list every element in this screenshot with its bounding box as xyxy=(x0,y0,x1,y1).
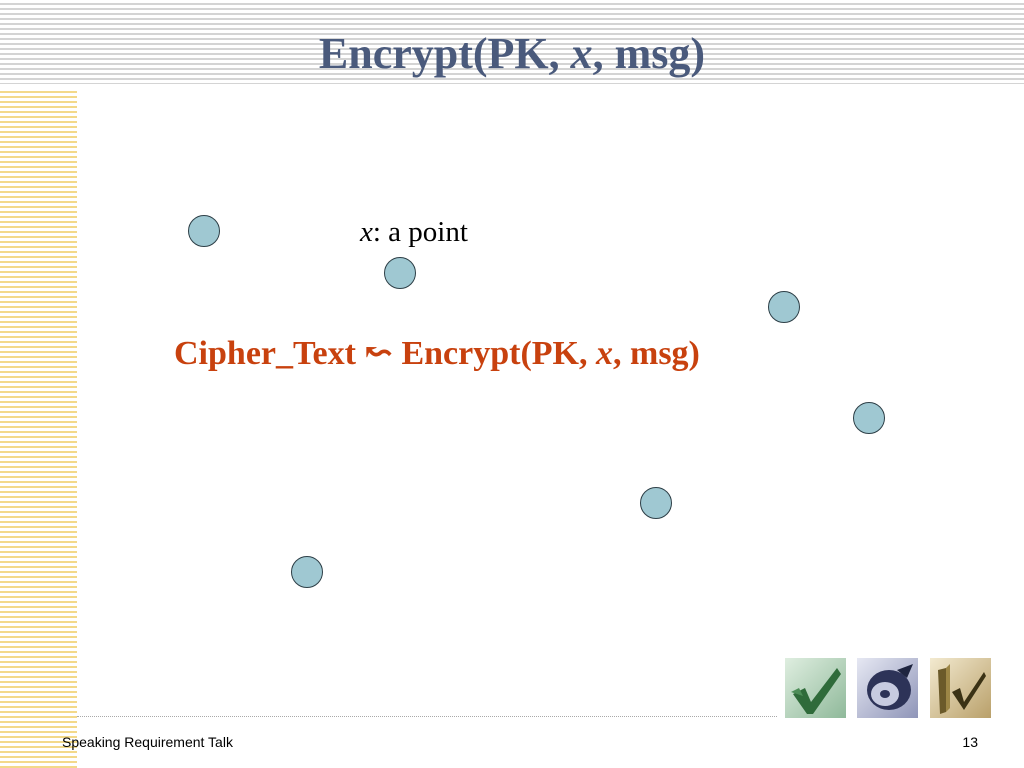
pen-checkmark-icon xyxy=(930,658,991,718)
equation-prefix: Cipher_Text ↜ Encrypt(PK, xyxy=(174,335,596,372)
cd-disc-icon xyxy=(857,658,918,718)
left-stripe-decoration xyxy=(0,88,77,768)
encryption-equation: Cipher_Text ↜ Encrypt(PK, x, msg) xyxy=(174,334,700,374)
equation-variable: x xyxy=(596,335,613,372)
decorative-icon-strip xyxy=(785,658,991,718)
point-marker xyxy=(188,215,220,247)
slide-title-variable: x xyxy=(570,29,593,78)
checkmark-icon xyxy=(785,658,846,718)
slide-title: Encrypt(PK, x, msg) xyxy=(0,28,1024,80)
slide-title-suffix: , msg) xyxy=(592,29,706,78)
point-marker xyxy=(853,402,885,434)
point-marker xyxy=(291,556,323,588)
equation-suffix: , msg) xyxy=(613,335,700,372)
footer-talk-title: Speaking Requirement Talk xyxy=(62,734,233,750)
page-number: 13 xyxy=(962,734,978,750)
point-marker xyxy=(768,291,800,323)
footer-divider xyxy=(77,716,777,717)
point-marker xyxy=(384,257,416,289)
point-marker xyxy=(640,487,672,519)
point-label: x: a point xyxy=(360,214,468,250)
slide-title-prefix: Encrypt(PK, xyxy=(318,29,571,78)
top-stripe-decoration xyxy=(0,0,1024,84)
point-label-text: : a point xyxy=(372,216,468,248)
point-label-variable: x xyxy=(360,216,373,248)
